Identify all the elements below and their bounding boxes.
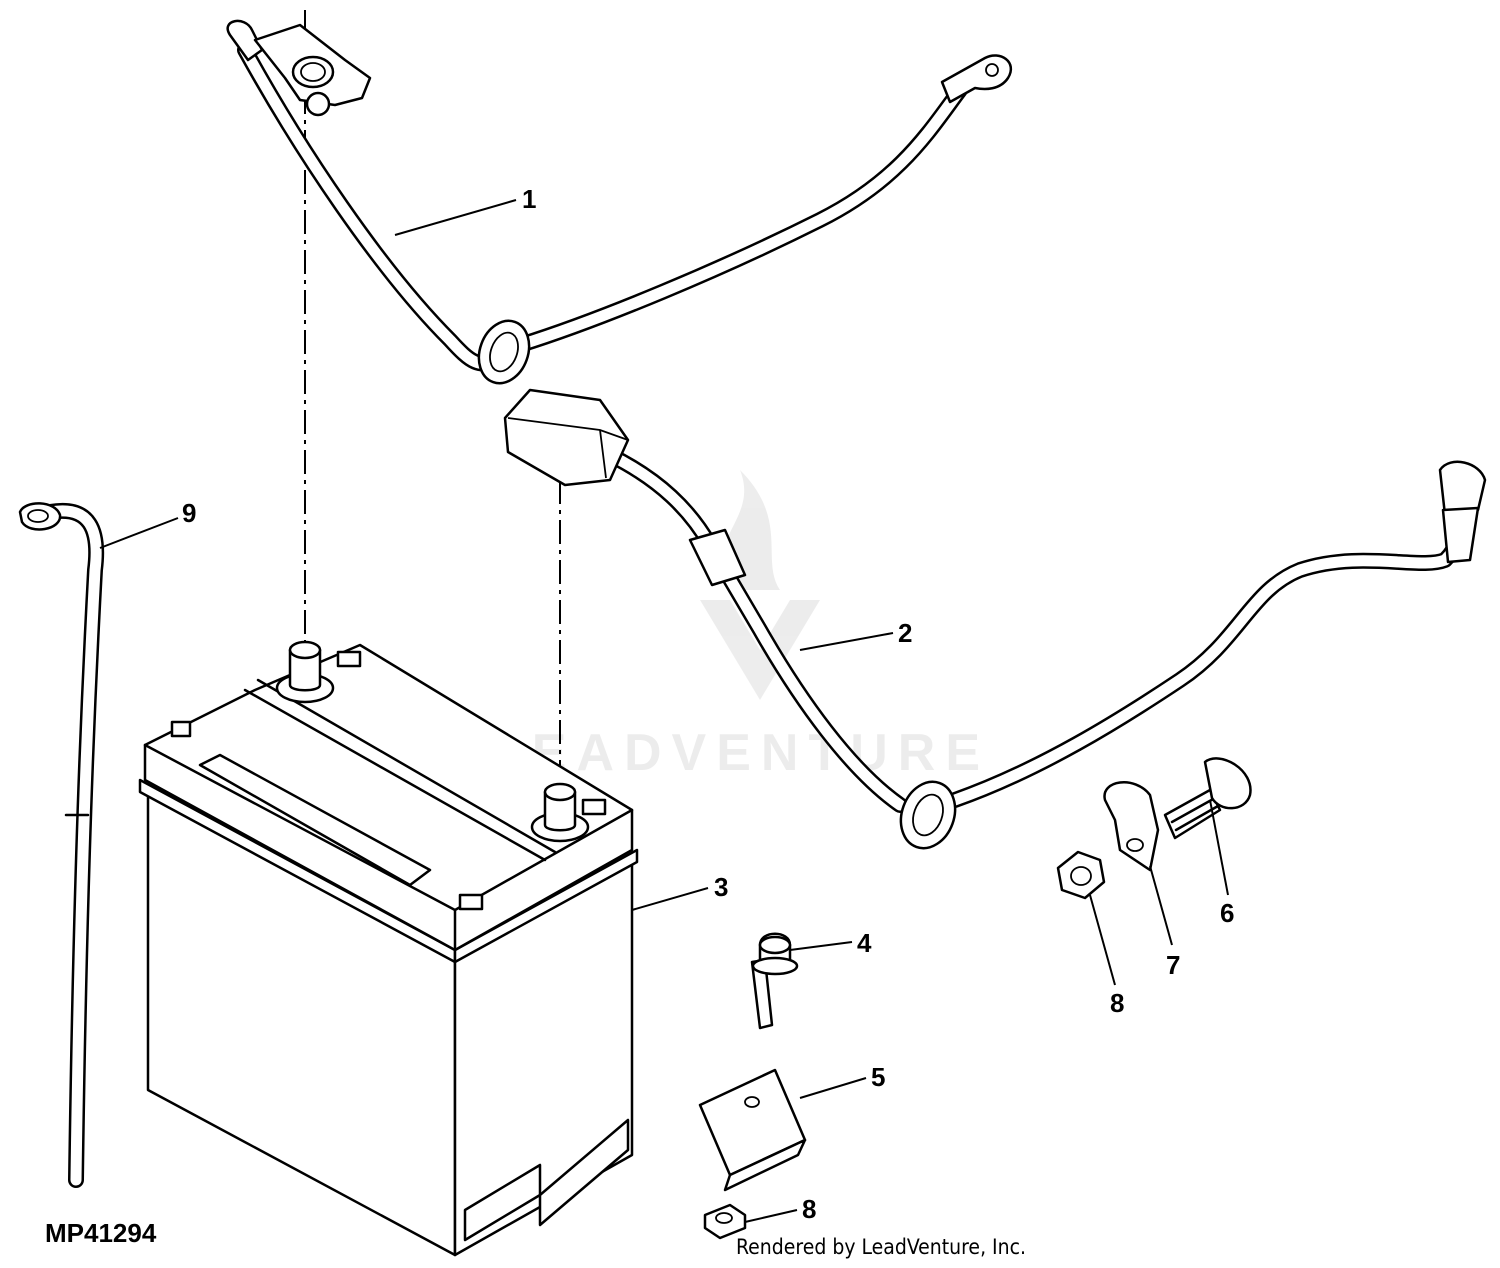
part-8-nut-lower xyxy=(703,1203,747,1240)
render-credit: Rendered by LeadVenture, Inc. xyxy=(736,1235,1026,1259)
callout-7: 7 xyxy=(1166,950,1180,980)
callout-8-upper: 8 xyxy=(1110,988,1124,1018)
callout-2: 2 xyxy=(898,618,912,648)
callout-6: 6 xyxy=(1220,898,1234,928)
part-1-battery-cable xyxy=(226,19,1012,385)
part-6-bolt xyxy=(1163,757,1252,840)
callouts: 1 2 3 4 5 6 7 8 8 9 xyxy=(182,184,1234,1224)
part-3-battery xyxy=(138,640,639,1257)
part-4-bolt xyxy=(750,932,799,1030)
part-7-clamp xyxy=(1103,781,1160,872)
callout-3: 3 xyxy=(714,872,728,902)
positive-terminal xyxy=(275,640,335,704)
callout-9: 9 xyxy=(182,498,196,528)
part-8-nut-upper xyxy=(1056,850,1106,900)
leader-lines xyxy=(99,199,1229,1223)
part-5-bracket xyxy=(698,1068,807,1192)
negative-terminal xyxy=(530,782,590,843)
callout-1: 1 xyxy=(522,184,536,214)
figure-id: MP41294 xyxy=(45,1218,157,1248)
watermark-logo-icon xyxy=(700,470,820,700)
callout-4: 4 xyxy=(857,928,872,958)
part-2-positive-cable xyxy=(503,388,1487,850)
watermark: LEADVENTURE xyxy=(490,470,980,782)
callout-5: 5 xyxy=(871,1062,885,1092)
alignment-lines xyxy=(304,10,561,790)
callout-8-lower: 8 xyxy=(802,1194,816,1224)
part-9-cable xyxy=(18,502,105,1188)
